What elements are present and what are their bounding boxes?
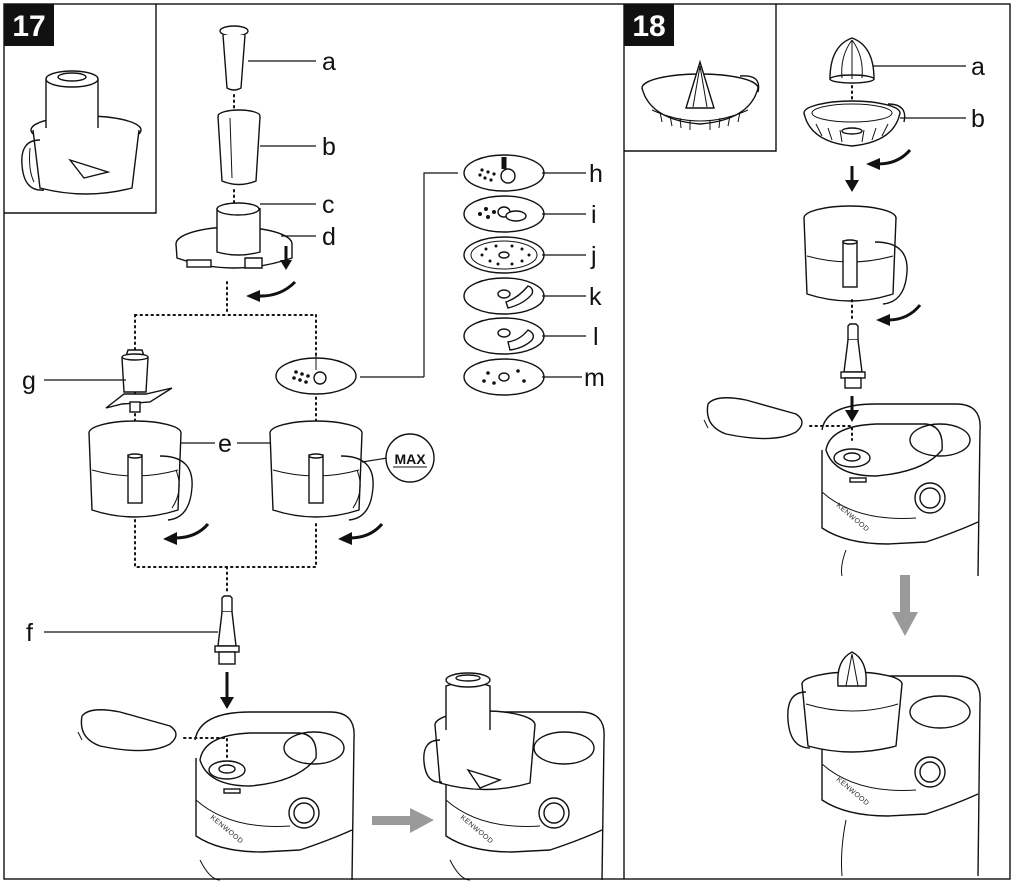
label-b-18: b xyxy=(971,105,985,133)
rotate-arrow-sieve-icon xyxy=(866,148,912,170)
citrus-press-inset-icon xyxy=(641,59,760,130)
bowl-left-icon xyxy=(88,420,193,521)
outer-border xyxy=(3,3,1011,880)
disc-m-icon xyxy=(463,358,545,396)
step-number-17: 17 xyxy=(12,10,45,43)
step-badge-17: 17 xyxy=(4,4,54,46)
sieve-icon xyxy=(803,100,906,147)
rotate-arrow-bowl-left-icon xyxy=(163,522,210,545)
rotate-arrow-lid-icon xyxy=(246,280,297,302)
disc-i-icon xyxy=(463,195,545,233)
step-number-18: 18 xyxy=(632,10,665,43)
step-badge-18: 18 xyxy=(624,4,674,46)
inset-box-17 xyxy=(4,4,157,214)
label-g: g xyxy=(22,367,36,395)
gray-arrow-down-icon xyxy=(892,575,918,636)
max-text: MAX xyxy=(394,451,426,467)
label-d-17: d xyxy=(322,223,336,251)
label-f: f xyxy=(26,619,33,647)
small-pusher-icon xyxy=(219,25,249,91)
label-m: m xyxy=(584,364,605,392)
label-h: h xyxy=(589,160,603,188)
large-pusher-icon xyxy=(217,109,261,186)
label-k: k xyxy=(589,283,602,311)
outlet-cover-17-icon xyxy=(77,709,177,752)
brand-18a: KENWOOD xyxy=(835,502,870,533)
down-arrow-sieve-icon xyxy=(845,166,859,192)
label-a-17: a xyxy=(322,48,336,76)
disc-on-spindle-icon xyxy=(275,356,357,395)
outlet-cover-18-icon xyxy=(703,397,803,440)
bowl-right-icon xyxy=(269,420,374,521)
inset-box-18 xyxy=(624,4,777,152)
rotate-arrow-bowl-right-icon xyxy=(338,522,384,545)
down-arrow-base-18-icon xyxy=(845,396,859,422)
gray-arrow-right-icon xyxy=(372,808,434,833)
brand-18b: KENWOOD xyxy=(835,776,870,807)
disc-l-icon xyxy=(463,317,545,355)
label-a-18: a xyxy=(971,53,985,81)
label-l: l xyxy=(593,323,599,351)
lid-with-feed-tube-icon xyxy=(175,202,293,269)
disc-j-icon xyxy=(463,236,545,274)
assembled-juicer-final-icon: KENWOOD xyxy=(787,651,981,877)
mixer-base-18a-icon: KENWOOD xyxy=(821,403,981,577)
label-b-17: b xyxy=(322,133,336,161)
drive-spindle-18-icon xyxy=(840,323,866,389)
drive-spindle-icon xyxy=(214,595,240,665)
label-e: e xyxy=(218,430,232,458)
down-arrow-lid-icon xyxy=(280,246,292,270)
knife-blade-icon xyxy=(105,349,173,413)
down-arrow-base-icon xyxy=(220,672,234,709)
reamer-cone-icon xyxy=(829,37,875,84)
disc-h-icon xyxy=(463,154,545,192)
brand-17a: KENWOOD xyxy=(209,814,244,845)
max-badge: MAX xyxy=(361,433,435,483)
label-c-17: c xyxy=(322,191,335,219)
label-i: i xyxy=(591,201,597,229)
assembled-processor-inset-icon xyxy=(21,70,142,195)
bowl-18-icon xyxy=(803,205,908,305)
rotate-arrow-bowl-18-icon xyxy=(876,304,922,326)
label-j: j xyxy=(590,242,597,270)
disc-k-icon xyxy=(463,277,545,315)
brand-17b: KENWOOD xyxy=(459,814,494,845)
assembled-processor-final-icon: KENWOOD xyxy=(423,672,605,881)
